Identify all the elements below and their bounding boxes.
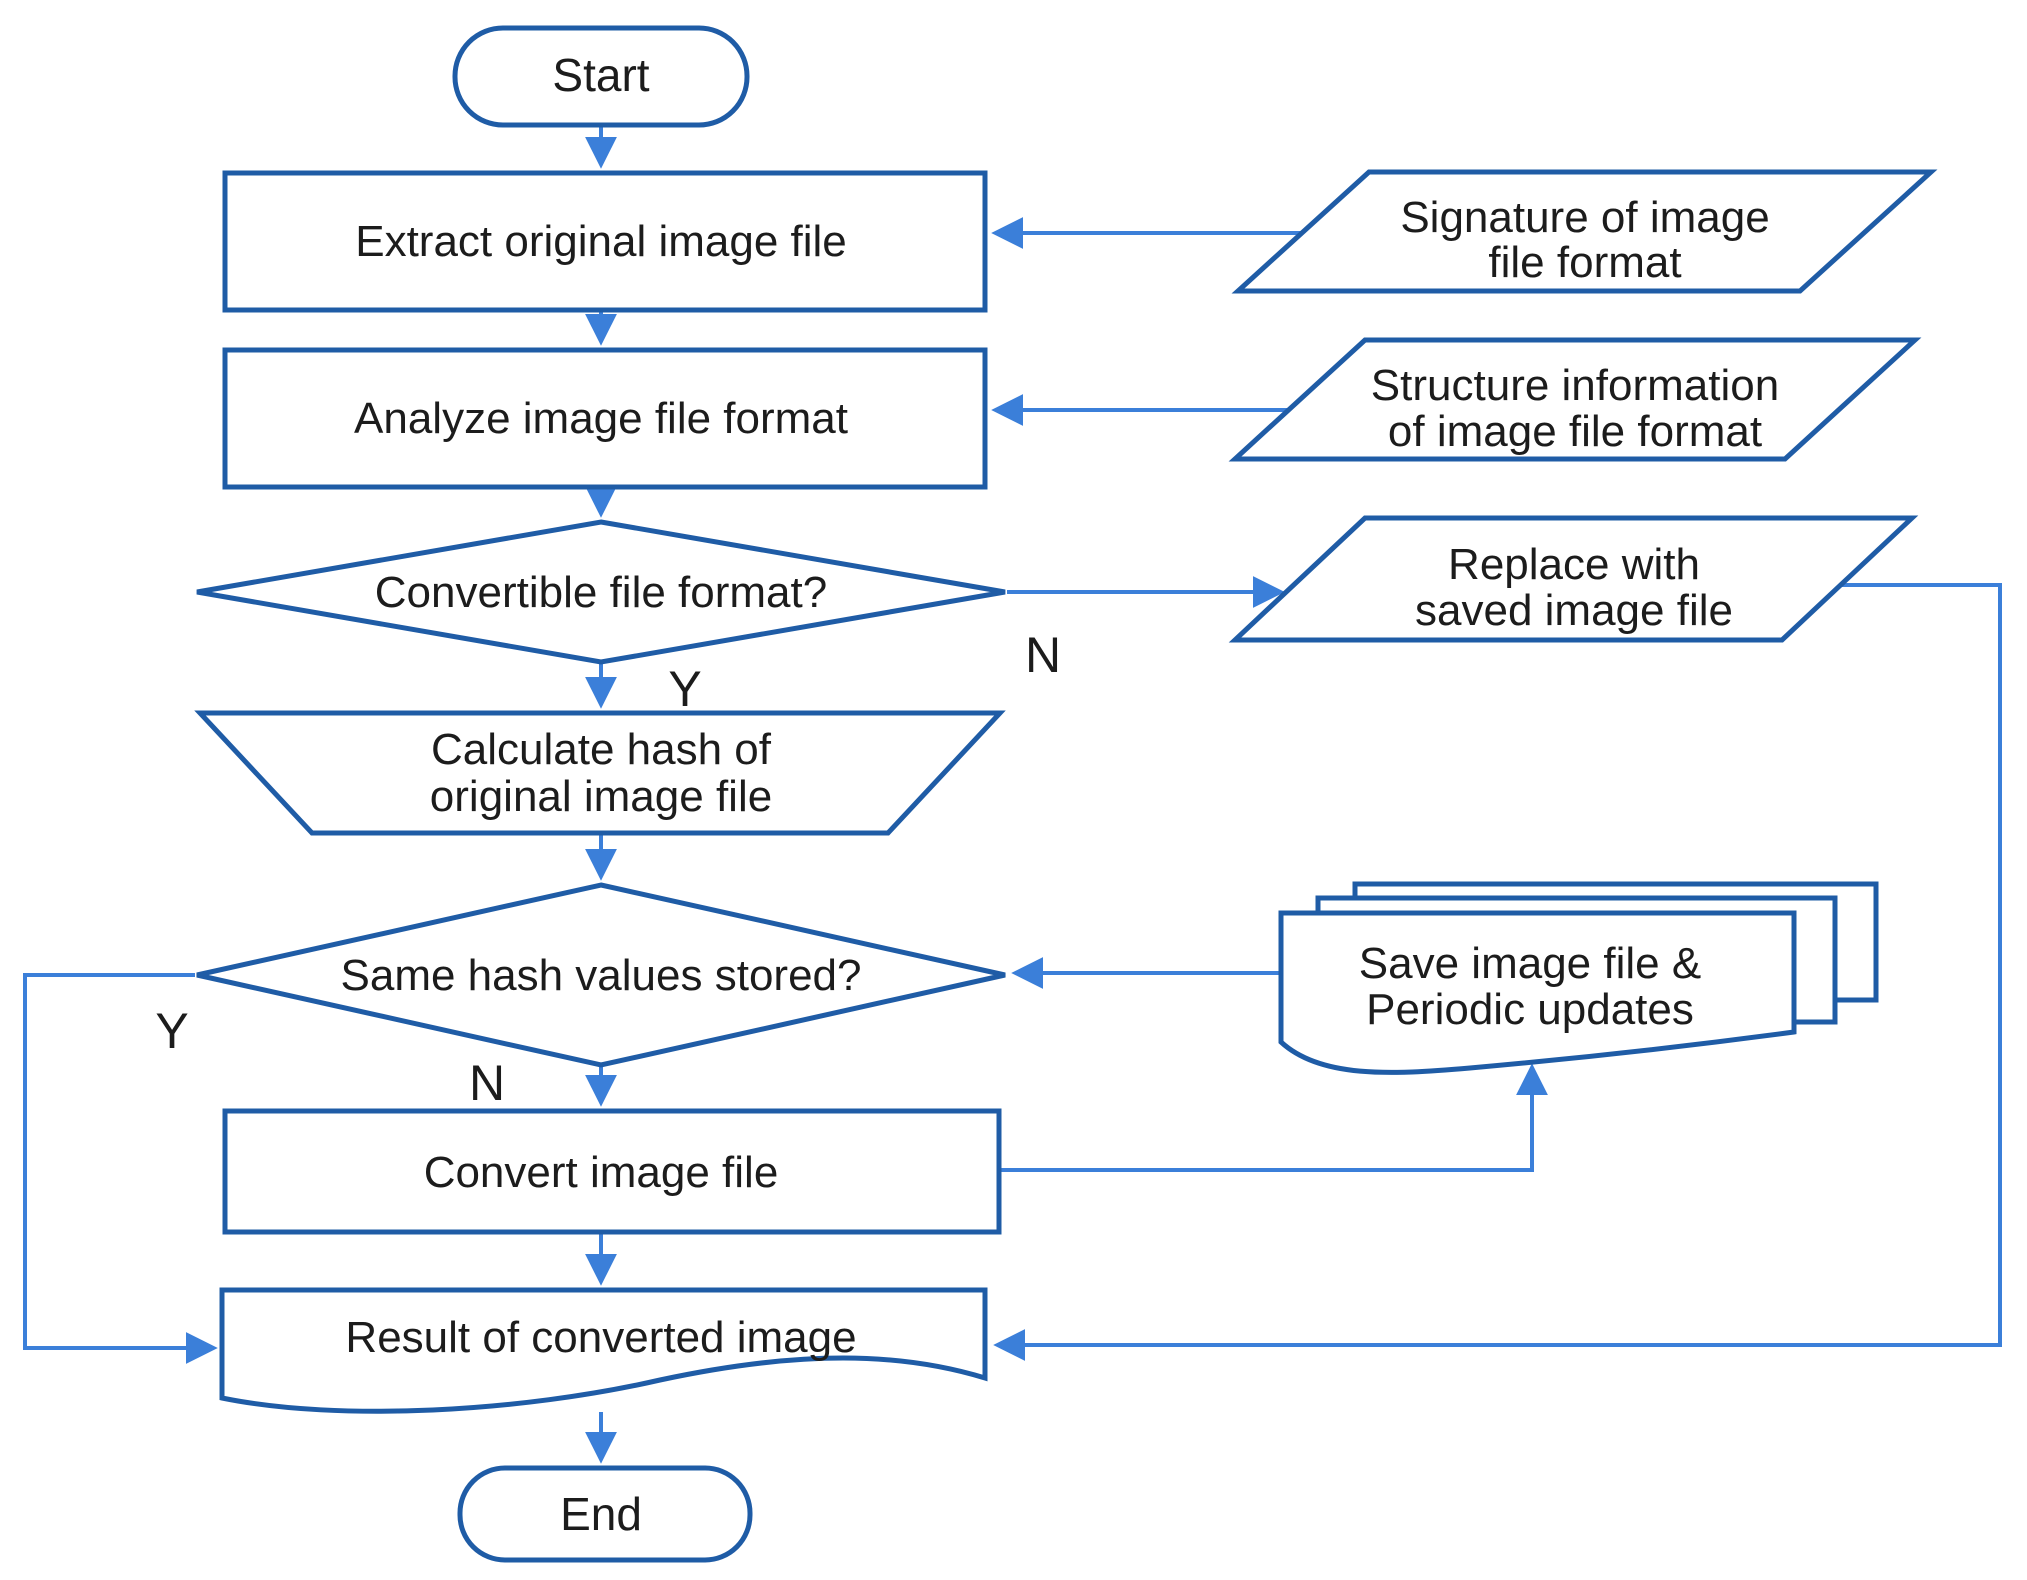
extract-process-shape: [222, 170, 988, 313]
node-extract: Extract original image file: [222, 170, 988, 313]
structure-label-line2: of image file format: [1388, 407, 1762, 456]
same-hash-label: Same hash values stored?: [341, 951, 862, 1000]
save-stack-label-line2: Periodic updates: [1366, 985, 1694, 1034]
convert-process-shape: [222, 1108, 1002, 1235]
result-document-shape: [219, 1287, 988, 1414]
replace-parallelogram-shape: [1228, 515, 1919, 643]
signature-parallelogram-shape: [1231, 169, 1938, 294]
node-signature: Signature of image file format: [1231, 169, 1938, 294]
same-hash-decision-shape: [196, 882, 1006, 1068]
node-calc-hash: Calculate hash of original image file: [194, 710, 1006, 836]
save-stack-front-document-shape: [1278, 910, 1797, 1075]
start-terminator-shape: [452, 25, 750, 128]
branch-label-convertible-no: N: [1025, 627, 1061, 683]
end-terminator-shape: [457, 1465, 753, 1563]
node-result: Result of converted image: [219, 1287, 988, 1414]
calc-hash-trapezoid-shape: [194, 710, 1006, 836]
save-stack-label-line1: Save image file &: [1359, 939, 1701, 988]
node-analyze: Analyze image file format: [222, 347, 988, 490]
node-save-stack: Save image file & Periodic updates: [1278, 881, 1879, 1075]
structure-parallelogram-shape: [1228, 337, 1922, 462]
node-replace: Replace with saved image file: [1228, 515, 1919, 643]
replace-label-line1: Replace with: [1448, 540, 1700, 589]
start-label: Start: [552, 49, 649, 101]
node-start: Start: [452, 25, 750, 128]
signature-label-line1: Signature of image: [1400, 193, 1769, 242]
convertible-decision-shape: [196, 519, 1006, 665]
convert-label: Convert image file: [424, 1148, 779, 1197]
connector-convert-to-savestack: [999, 1063, 1548, 1172]
convertible-label: Convertible file format?: [375, 568, 827, 617]
connector-replace-to-result: [993, 583, 2002, 1361]
end-label: End: [560, 1488, 642, 1540]
replace-label-line2: saved image file: [1415, 586, 1733, 635]
node-same-hash: Same hash values stored?: [196, 882, 1006, 1068]
structure-label-line1: Structure information: [1371, 361, 1779, 410]
analyze-label: Analyze image file format: [354, 394, 848, 443]
extract-label: Extract original image file: [355, 217, 847, 266]
branch-label-samehash-no: N: [469, 1055, 505, 1111]
branch-label-samehash-yes: Y: [155, 1003, 188, 1059]
result-label: Result of converted image: [345, 1313, 856, 1362]
calc-hash-label-line1: Calculate hash of: [431, 725, 772, 774]
node-convertible: Convertible file format?: [196, 519, 1006, 665]
branch-label-convertible-yes: Y: [668, 661, 701, 717]
node-structure: Structure information of image file form…: [1228, 337, 1922, 462]
calc-hash-label-line2: original image file: [430, 772, 772, 821]
node-end: End: [457, 1465, 753, 1563]
analyze-process-shape: [222, 347, 988, 490]
node-convert: Convert image file: [222, 1108, 1002, 1235]
connector-samehash-yes-to-result: [23, 973, 218, 1364]
signature-label-line2: file format: [1488, 238, 1681, 287]
